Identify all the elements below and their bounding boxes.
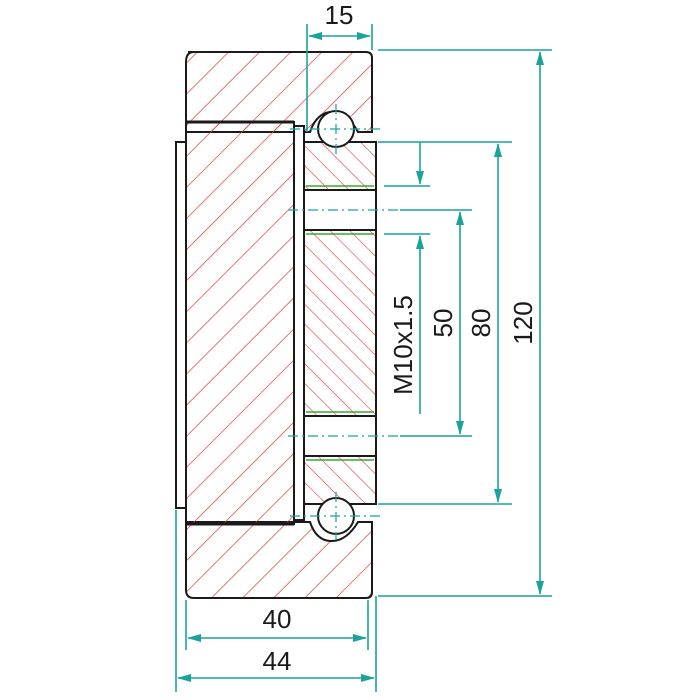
bottom-flange [185,521,373,599]
insert-segment-1 [303,141,377,191]
dim-text-body-width: 40 [263,604,292,634]
hole-centerlines [288,209,400,437]
insert-wall [293,125,305,521]
dimension-thread: M10x1.5 [384,142,430,414]
central-web [185,121,295,525]
dimension-hole-spacing: 50 [400,209,472,437]
dim-text-top-width: 15 [325,0,354,30]
ball-lower [290,492,382,540]
dimension-overall-width: 44 [175,510,377,692]
main-body-section [175,51,373,599]
left-plate [175,141,187,509]
dim-text-hole-spacing: 50 [428,309,458,338]
dim-text-inner-height: 80 [466,309,496,338]
dim-text-overall-width: 44 [263,646,292,676]
insert-segment-2 [303,229,377,417]
dimension-top-width: 15 [306,0,373,132]
dim-text-thread: M10x1.5 [388,295,418,395]
insert-segment-3 [303,455,377,505]
dimension-inner-height: 80 [378,141,512,505]
insert-strip [293,125,377,521]
dimension-body-width: 40 [185,600,369,650]
ball-upper [290,104,382,154]
dimension-overall-height: 120 [378,49,552,597]
dim-text-overall-height: 120 [508,301,538,344]
